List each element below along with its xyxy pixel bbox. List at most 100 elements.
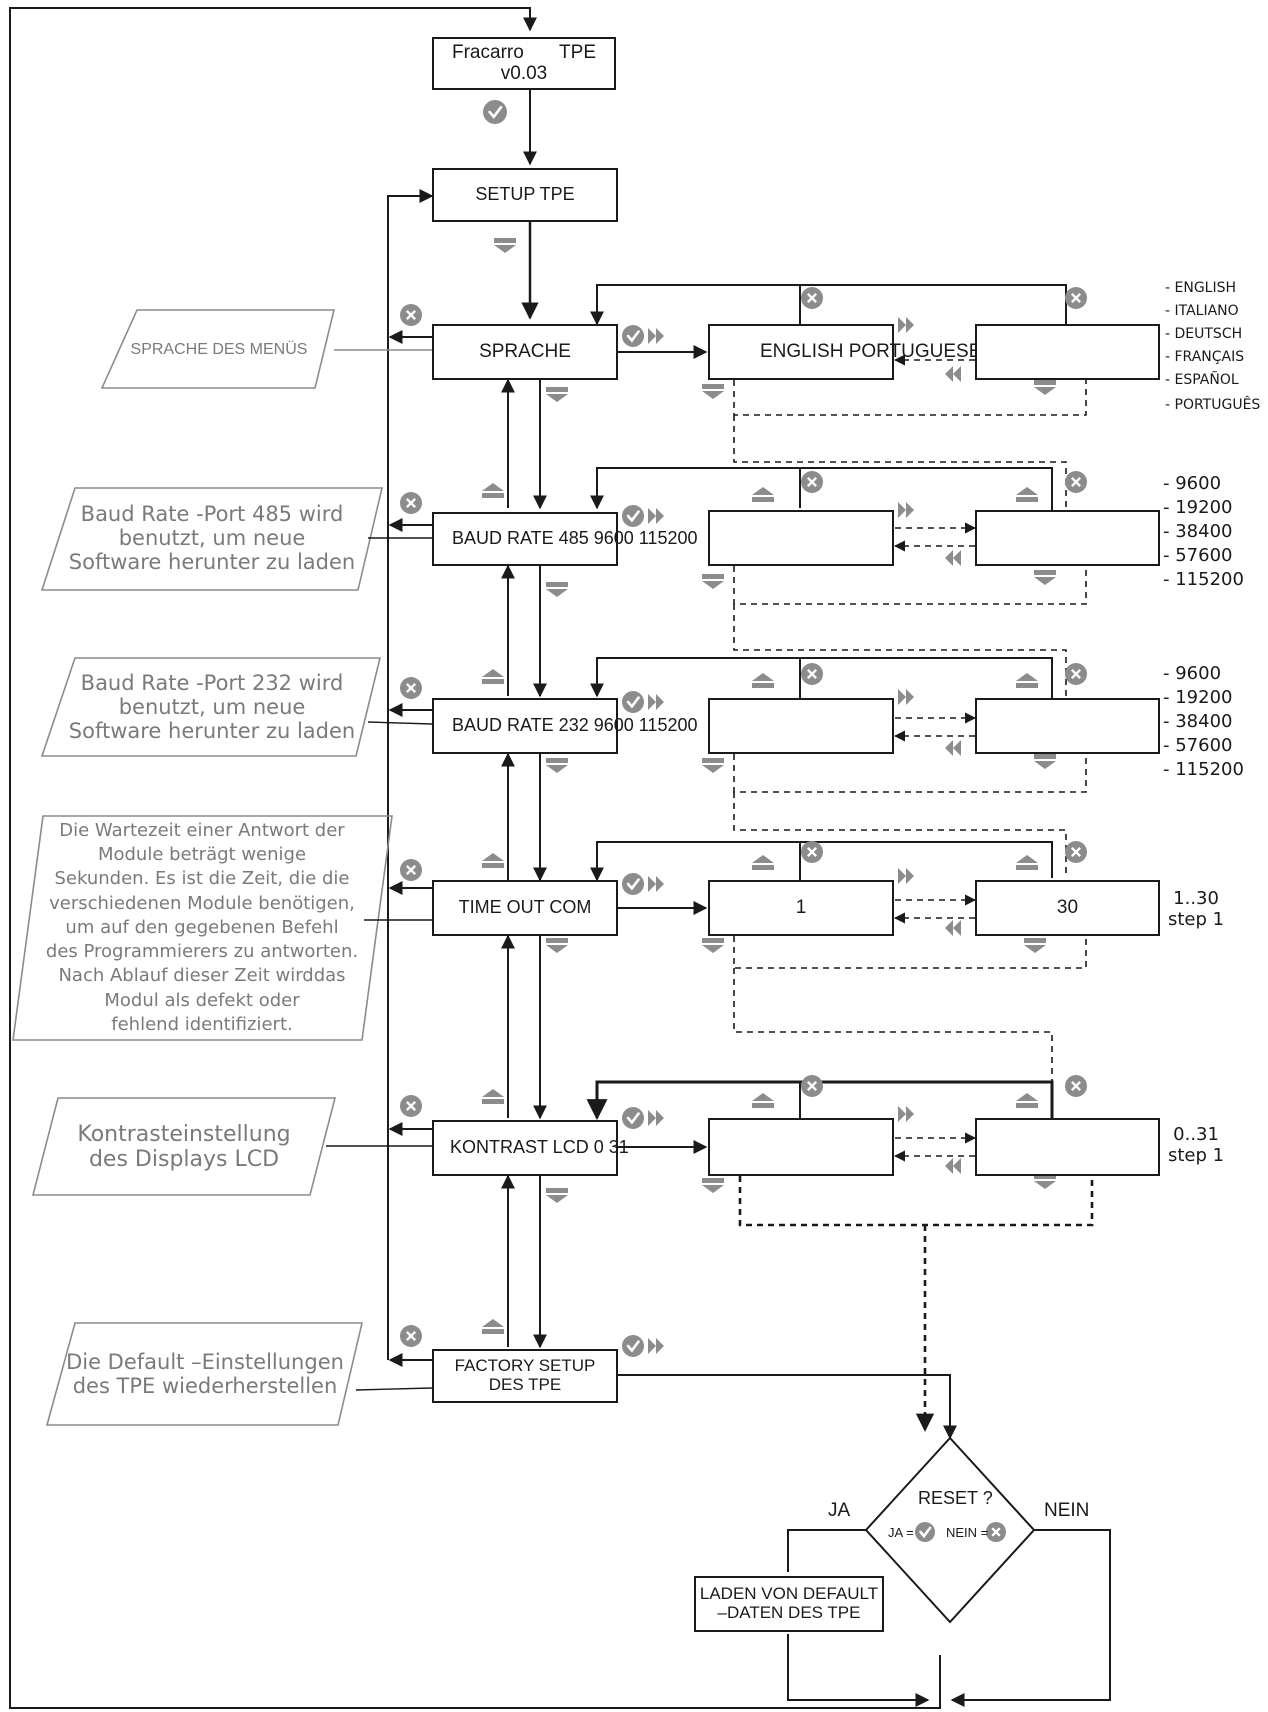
- timeout-desc-line5: um auf den gegebenen Befehl: [65, 916, 339, 938]
- factory-line2: DES TPE: [488, 1375, 562, 1394]
- baud232-value-right[interactable]: [975, 698, 1160, 754]
- baud485-menu-box[interactable]: BAUD RATE 485 9600 115200: [432, 512, 698, 566]
- baud232-cancel-loop: [590, 657, 1053, 698]
- x-circle-icon: [801, 1075, 823, 1097]
- factory-setup-box[interactable]: FACTORY SETUP DES TPE: [432, 1349, 618, 1403]
- sprache-menu-box[interactable]: SPRACHE: [432, 324, 618, 380]
- reset-question: RESET ?: [918, 1488, 993, 1508]
- baud232-value-left[interactable]: [708, 698, 894, 754]
- timeout-menu-box[interactable]: TIME OUT COM: [432, 880, 618, 936]
- baud485-opt-57600: - 57600: [1163, 545, 1233, 566]
- timeout-desc-line8: Modul als defekt oder: [104, 989, 300, 1011]
- x-circle-icon: [1065, 471, 1087, 493]
- return-bus-line: [387, 189, 434, 1360]
- setup-tpe-box[interactable]: SETUP TPE: [432, 168, 618, 222]
- factory-to-reset-line: [618, 1374, 957, 1440]
- header-version: v0.03: [500, 62, 548, 84]
- factory-desc-line1: Die Default –Einstellungen: [66, 1349, 344, 1374]
- timeout-desc-line6: des Programmierers zu antworten.: [45, 941, 359, 963]
- icon-layer: [400, 100, 1087, 1542]
- sprache-desc-shape: [100, 309, 336, 389]
- timeout-range-value: 1..30: [1173, 888, 1219, 909]
- baud232-desc-line: [367, 721, 433, 725]
- timeout-cancel-loop: [590, 841, 1053, 882]
- x-circle-icon: [801, 663, 823, 685]
- x-circle-icon: [400, 1095, 422, 1117]
- double-arrow-left-icon: [945, 1158, 961, 1174]
- kontrast-return-dashed: [738, 1176, 1094, 1432]
- sprache-value-left[interactable]: ENGLISH PORTUGUESE: [708, 324, 981, 380]
- sprache-cancel-loop: [590, 284, 1067, 352]
- timeout-desc-line1: Die Wartezeit einer Antwort der: [59, 819, 345, 841]
- check-circle-icon: [622, 1107, 644, 1129]
- kontrast-value-right[interactable]: [975, 1118, 1160, 1176]
- baud485-description: Baud Rate -Port 485 wird benutzt, um neu…: [48, 490, 376, 586]
- double-arrow-right-icon: [898, 317, 914, 333]
- timeout-value-left[interactable]: 1: [708, 880, 894, 936]
- kontrast-value-left[interactable]: [708, 1118, 894, 1176]
- timeout-desc-line7: Nach Ablauf dieser Zeit wirddas: [58, 965, 346, 987]
- baud232-menu-box[interactable]: BAUD RATE 232 9600 115200: [432, 698, 698, 754]
- dashed-links: [733, 354, 1087, 1162]
- arrow-down-icon: [702, 938, 724, 953]
- factory-desc-line: [355, 1387, 433, 1391]
- timeout-desc-shape: [12, 815, 393, 1041]
- baud485-desc-shape: [40, 487, 384, 591]
- arrow-down-icon: [702, 574, 724, 589]
- baud485-menu-label: BAUD RATE 485 9600 115200: [452, 528, 698, 549]
- arrow-up-icon: [482, 1319, 504, 1334]
- arrow-down-icon: [1034, 1174, 1056, 1189]
- baud485-value-right[interactable]: [975, 510, 1160, 566]
- x-circle-icon: [801, 841, 823, 863]
- baud232-description: Baud Rate -Port 232 wird benutzt, um neu…: [48, 660, 376, 754]
- load-default-box: LADEN VON DEFAULT –DATEN DES TPE: [694, 1576, 884, 1632]
- arrow-down-icon: [1034, 754, 1056, 769]
- arrow-down-icon: [546, 387, 568, 402]
- kontrast-menu-box[interactable]: KONTRAST LCD 0 31: [432, 1120, 629, 1176]
- baud232-desc-line2: benutzt, um neue: [118, 694, 306, 719]
- arrow-up-icon: [752, 855, 774, 870]
- baud232-opt-38400: - 38400: [1163, 711, 1233, 732]
- baud232-desc-line1: Baud Rate -Port 232 wird: [80, 670, 344, 695]
- x-circle-icon: [1065, 1075, 1087, 1097]
- option-deutsch: - DEUTSCH: [1165, 326, 1243, 342]
- timeout-value-right[interactable]: 30: [975, 880, 1160, 936]
- option-italiano: - ITALIANO: [1165, 303, 1239, 319]
- x-circle-icon: [801, 471, 823, 493]
- x-circle-icon: [400, 677, 422, 699]
- double-arrow-right-icon: [648, 1338, 664, 1354]
- arrow-up-icon: [1016, 1093, 1038, 1108]
- header-product: TPE: [559, 41, 596, 63]
- baud485-desc-line2: benutzt, um neue: [118, 525, 306, 550]
- reset-nein-eq: NEIN =: [946, 1525, 989, 1540]
- factory-desc-line2: des TPE wiederherstellen: [72, 1374, 338, 1398]
- arrow-up-icon: [1016, 855, 1038, 870]
- reset-ja-label: JA: [828, 1500, 851, 1521]
- check-circle-icon: [622, 325, 644, 347]
- sprache-description: SPRACHE DES MENÜS: [110, 320, 328, 380]
- double-arrow-left-icon: [945, 366, 961, 382]
- baud232-opt-57600: - 57600: [1163, 735, 1233, 756]
- x-circle-icon: [1065, 663, 1087, 685]
- x-circle-icon: [801, 287, 823, 309]
- reset-nein-label: NEIN: [1044, 1500, 1090, 1521]
- check-circle-icon: [483, 100, 507, 124]
- check-circle-icon: [915, 1522, 935, 1542]
- arrow-down-icon: [1034, 380, 1056, 395]
- baud232-menu-label: BAUD RATE 232 9600 115200: [452, 715, 698, 736]
- baud485-value-left[interactable]: [708, 510, 894, 566]
- timeout-down-dashed: [733, 936, 1087, 969]
- sprache-value-right[interactable]: [975, 324, 1160, 380]
- arrow-down-icon: [546, 758, 568, 773]
- baud232-down-dashed: [733, 754, 1087, 793]
- check-circle-icon: [622, 1335, 644, 1357]
- double-arrow-right-icon: [648, 328, 664, 344]
- double-arrow-right-icon: [648, 694, 664, 710]
- double-arrow-right-icon: [898, 1106, 914, 1122]
- check-circle-icon: [622, 691, 644, 713]
- timeout-kontrast-dashed: [733, 968, 1053, 1082]
- language-options: - ENGLISH - ITALIANO - DEUTSCH - FRANÇAI…: [1165, 277, 1260, 417]
- x-circle-icon: [986, 1522, 1006, 1542]
- x-circle-icon: [400, 859, 422, 881]
